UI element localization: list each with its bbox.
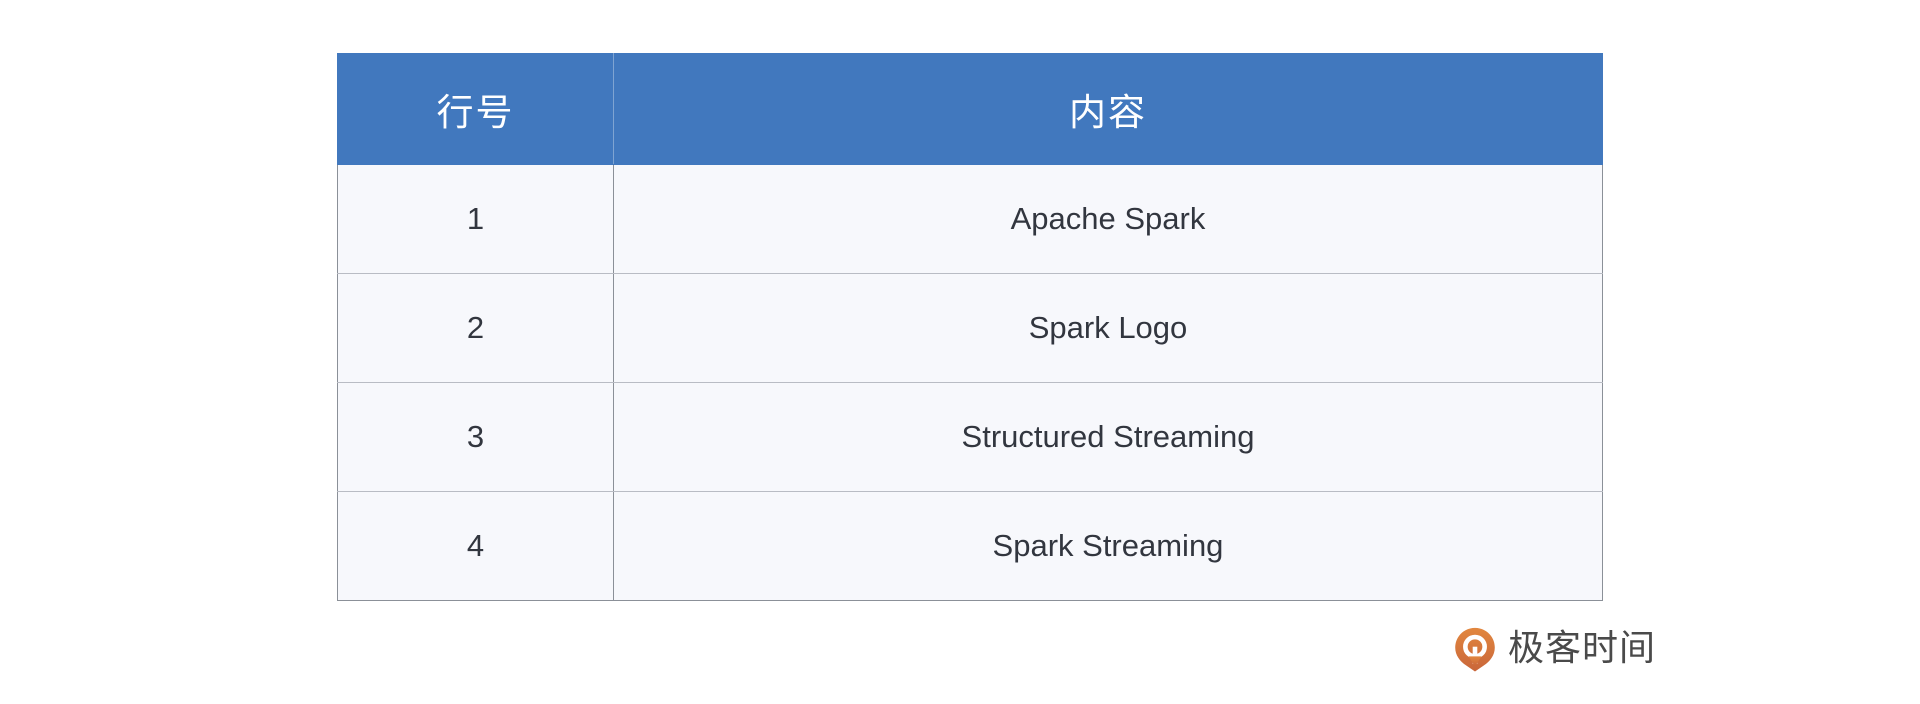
cell-content: Spark Logo xyxy=(613,273,1603,383)
table-body: 1 Apache Spark 2 Spark Logo 3 Structured… xyxy=(337,164,1603,601)
cell-line-no: 2 xyxy=(337,273,614,383)
cell-content: Spark Streaming xyxy=(613,491,1603,601)
table-header: 行号 内容 xyxy=(337,53,1603,165)
table-row: 2 Spark Logo xyxy=(337,273,1603,383)
content-table: 行号 内容 1 Apache Spark 2 Spark Logo 3 Stru… xyxy=(337,53,1603,601)
table-row: 3 Structured Streaming xyxy=(337,382,1603,492)
geektime-logo-icon xyxy=(1455,627,1495,672)
column-header-line-no: 行号 xyxy=(337,53,614,165)
table-row: 1 Apache Spark xyxy=(337,164,1603,274)
watermark-brand-text: 极客时间 xyxy=(1508,628,1657,669)
table-row: 4 Spark Streaming xyxy=(337,491,1603,601)
cell-content: Structured Streaming xyxy=(613,382,1603,492)
column-header-content: 内容 xyxy=(613,53,1603,165)
table-container: 行号 内容 1 Apache Spark 2 Spark Logo 3 Stru… xyxy=(337,53,1603,601)
watermark: 极客时间 xyxy=(1452,626,1656,672)
table-header-row: 行号 内容 xyxy=(337,53,1603,165)
cell-line-no: 1 xyxy=(337,164,614,274)
cell-content: Apache Spark xyxy=(613,164,1603,274)
cell-line-no: 3 xyxy=(337,382,614,492)
cell-line-no: 4 xyxy=(337,491,614,601)
